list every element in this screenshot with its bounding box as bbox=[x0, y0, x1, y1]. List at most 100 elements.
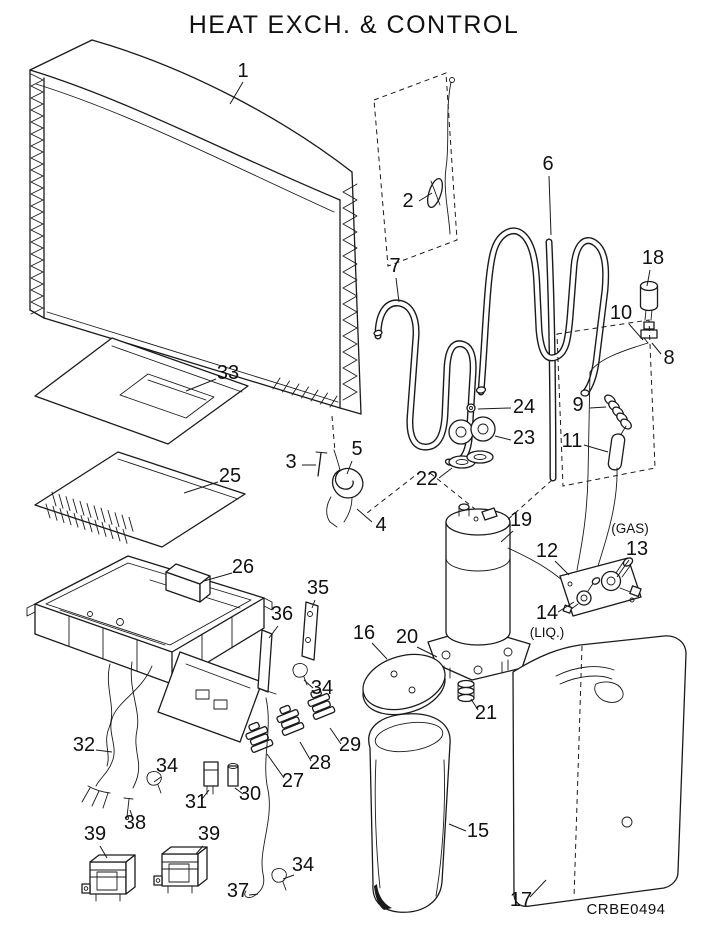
callout-18-4: 18 bbox=[642, 247, 664, 269]
condenser-coil bbox=[29, 39, 362, 415]
side-panel bbox=[512, 635, 687, 908]
relays bbox=[245, 688, 336, 753]
callout-leader-5-14 bbox=[346, 460, 353, 475]
callout-34-28: 34 bbox=[311, 677, 333, 699]
callout-leader-32-33 bbox=[95, 749, 113, 753]
callout-gas-19: (GAS) bbox=[611, 521, 649, 536]
callout-28-31: 28 bbox=[309, 752, 331, 774]
callout-12-18: 12 bbox=[536, 540, 558, 562]
callout-leader-23-9 bbox=[494, 435, 512, 441]
callout-leader-13-20 bbox=[616, 559, 630, 578]
callout-leader-26-23 bbox=[203, 572, 233, 582]
callout-7-3: 7 bbox=[389, 255, 400, 277]
capillary-coil-and-sensor bbox=[556, 319, 656, 567]
callout-13-20: 13 bbox=[626, 538, 648, 560]
callout-2-1: 2 bbox=[402, 190, 413, 212]
callout-23-9: 23 bbox=[513, 427, 535, 449]
callout-10-5: 10 bbox=[610, 302, 632, 324]
callout-leader-36-25 bbox=[268, 625, 279, 639]
wire-harnesses bbox=[81, 661, 270, 898]
callout-33-12: 33 bbox=[217, 362, 239, 384]
base-pan bbox=[26, 555, 273, 685]
callout-leader-18-4 bbox=[646, 269, 651, 287]
callout-leader-2-1 bbox=[418, 192, 433, 202]
callout-leader-17-43 bbox=[529, 879, 547, 898]
callout-leader-39-38 bbox=[99, 845, 108, 859]
callout-34-41: 34 bbox=[292, 854, 314, 876]
callout-9-7: 9 bbox=[572, 394, 583, 416]
callout-3-13: 3 bbox=[285, 451, 296, 473]
callout-26-23: 26 bbox=[232, 556, 254, 578]
drawing-code: CRBE0494 bbox=[586, 901, 665, 918]
callout-leader-39-39 bbox=[195, 845, 204, 855]
callout-24-8: 24 bbox=[513, 396, 535, 418]
callout-leader-7-3 bbox=[395, 277, 400, 303]
callout-35-24: 35 bbox=[307, 577, 329, 599]
callout-17-43: 17 bbox=[510, 889, 532, 911]
grommets-washers bbox=[448, 403, 496, 469]
callout-16-26: 16 bbox=[353, 622, 375, 644]
callout-leader-24-8 bbox=[477, 407, 512, 410]
callout-leader-9-7 bbox=[589, 406, 607, 409]
callout-37-42: 37 bbox=[227, 880, 249, 902]
brackets-clips bbox=[146, 601, 319, 891]
service-valves bbox=[559, 557, 642, 617]
callout-leader-21-29 bbox=[470, 698, 479, 711]
callout-14-21: 14 bbox=[536, 602, 558, 624]
callout-leader-34-41 bbox=[282, 874, 295, 880]
callout-leader-1-0 bbox=[229, 81, 244, 105]
callout-21-29: 21 bbox=[475, 702, 497, 724]
sound-jacket bbox=[362, 653, 451, 913]
callout-15-40: 15 bbox=[467, 820, 489, 842]
callout-leader-30-36 bbox=[234, 787, 244, 795]
callout-leader-34-34 bbox=[153, 776, 162, 783]
callout-5-14: 5 bbox=[351, 438, 362, 460]
callout-leader-37-42 bbox=[248, 893, 259, 896]
callout-19-17: 19 bbox=[510, 509, 532, 531]
callout-leader-10-5 bbox=[628, 323, 644, 341]
callout-leader-33-12 bbox=[185, 378, 217, 392]
callout-11-10: 11 bbox=[562, 430, 583, 452]
callout-leader-4-15 bbox=[356, 508, 373, 523]
callout-leader-6-2 bbox=[548, 175, 552, 236]
thermistor-assembly bbox=[315, 415, 364, 528]
callout-leader-12-18 bbox=[554, 560, 570, 576]
callout-leader-8-6 bbox=[651, 342, 662, 355]
callout-38-37: 38 bbox=[124, 812, 146, 834]
callout-27-32: 27 bbox=[282, 770, 304, 792]
callout-leader-19-17 bbox=[500, 530, 514, 543]
callout-leader-22-11 bbox=[438, 467, 453, 479]
callout-leader-31-35 bbox=[201, 789, 210, 800]
callout-25-16: 25 bbox=[219, 465, 241, 487]
callout-29-30: 29 bbox=[339, 734, 361, 756]
callout-leader-14-21 bbox=[557, 601, 575, 613]
callout-leader-29-30 bbox=[329, 727, 342, 745]
callout-leader-35-24 bbox=[311, 599, 316, 609]
callout-36-25: 36 bbox=[271, 603, 293, 625]
callout-20-27: 20 bbox=[396, 626, 418, 648]
callout-30-36: 30 bbox=[239, 783, 261, 805]
callout-leader-20-27 bbox=[416, 646, 438, 658]
callout-leader-27-32 bbox=[266, 753, 285, 779]
callout-31-35: 31 bbox=[185, 791, 207, 813]
callout-leader-34-28 bbox=[303, 679, 314, 689]
callout-39-39: 39 bbox=[198, 823, 220, 845]
callout-1-0: 1 bbox=[237, 60, 248, 82]
callout-liq-22: (LIQ.) bbox=[530, 625, 565, 640]
page-title: HEAT EXCH. & CONTROL bbox=[189, 11, 520, 39]
callout-leader-15-40 bbox=[448, 823, 467, 832]
diagram-art bbox=[26, 39, 687, 913]
refrigerant-pipes bbox=[373, 227, 610, 482]
callout-32-33: 32 bbox=[73, 734, 95, 756]
transformer-right bbox=[153, 846, 208, 894]
electrical-plate bbox=[157, 651, 263, 743]
insulation-panel bbox=[34, 451, 246, 548]
sensor-clamp-area bbox=[373, 72, 458, 267]
callout-leader-28-31 bbox=[299, 741, 312, 762]
callout-4-15: 4 bbox=[375, 514, 386, 536]
callout-leader-11-10 bbox=[583, 444, 609, 453]
top-plate bbox=[34, 337, 249, 445]
